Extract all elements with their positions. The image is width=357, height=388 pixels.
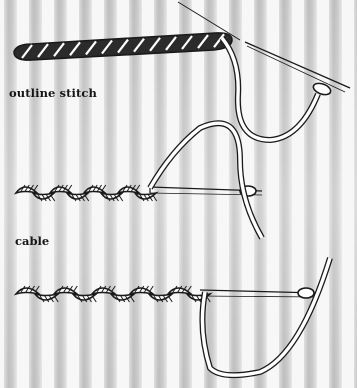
- cable-link-hatch: [35, 286, 39, 292]
- cable-link-hatch: [92, 296, 96, 302]
- cable-stitch-links: [16, 286, 210, 302]
- working-thread: [202, 258, 330, 375]
- cable-link-hatch: [73, 286, 77, 292]
- cable-link-hatch: [54, 296, 58, 302]
- outline-stitch-label: outline stitch: [9, 86, 97, 100]
- cable-link-hatch: [149, 286, 153, 292]
- needle-eye: [298, 288, 314, 298]
- cable-link-hatch: [187, 286, 191, 292]
- cable-link-hatch: [130, 296, 134, 302]
- cable-link-hatch: [111, 286, 115, 292]
- cable-link-hatch: [168, 296, 172, 302]
- cable-label: cable: [15, 234, 49, 248]
